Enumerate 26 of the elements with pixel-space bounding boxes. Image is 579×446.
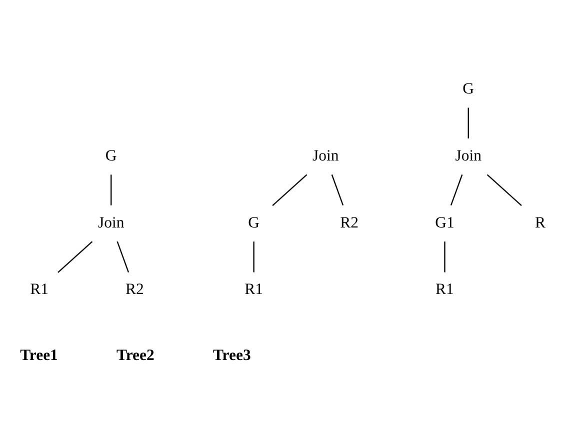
- connector: [272, 174, 308, 206]
- node-text: G: [462, 80, 474, 97]
- connector: [58, 240, 93, 272]
- connector: [486, 174, 522, 206]
- connector: [110, 174, 112, 205]
- node-text: R1: [436, 280, 454, 298]
- connector: [444, 241, 446, 272]
- node-text: G: [105, 146, 117, 164]
- label: Tree2: [116, 346, 154, 364]
- connector: [253, 241, 254, 272]
- node-text: G: [248, 214, 260, 231]
- label: Tree1: [20, 346, 58, 364]
- label: Tree3: [212, 346, 251, 364]
- node-text: R: [534, 214, 546, 231]
- node-text: R1: [244, 280, 264, 298]
- connector: [450, 174, 463, 206]
- node-text: R1: [30, 280, 48, 298]
- connector: [116, 240, 130, 272]
- connector: [331, 174, 344, 206]
- node-text: R2: [126, 280, 144, 298]
- node-text: Join: [98, 214, 124, 231]
- node-text: R2: [340, 214, 358, 231]
- node-text: G1: [435, 214, 454, 231]
- node-text: Join: [312, 146, 339, 164]
- connector: [468, 107, 469, 138]
- node-text: Join: [455, 146, 482, 164]
